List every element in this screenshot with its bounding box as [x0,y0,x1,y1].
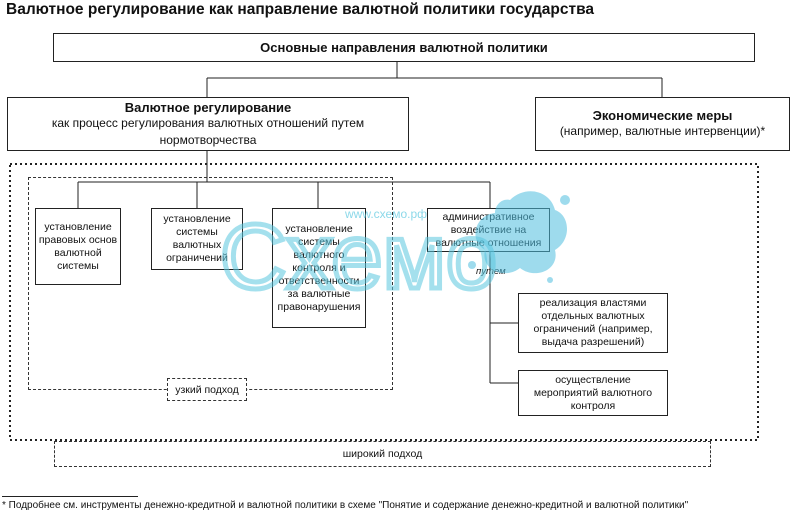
currency-control-box: установление системы валютного контроля … [272,208,366,328]
control-line: за валютные [287,287,351,300]
realization-line: выдача разрешений) [541,336,645,348]
restrictions-line: установление [163,213,231,225]
legal-basis-line: установление [44,220,112,233]
restrictions-line: валютных [172,239,222,251]
legal-basis-line: системы [57,259,99,272]
footnote: * Подробнее см. инструменты денежно-кред… [2,500,689,511]
measures-line: осуществление [555,373,631,386]
legal-basis-line: правовых основ [38,233,118,246]
legal-basis-line: валютной [54,246,102,259]
realization-line: реализация властями [539,297,647,309]
control-line: правонарушения [277,300,361,313]
narrow-approach-text: узкий подход [175,383,239,396]
control-line: контроля и [292,261,346,274]
economic-measures-box: Экономические меры (например, валютные и… [535,97,790,151]
restrictions-realization-box: реализация властями отдельных валютных о… [518,293,668,353]
administrative-influence-box: административное воздействие на валютные… [427,208,550,252]
main-directions-box: Основные направления валютной политики [53,33,755,62]
currency-regulation-title: Валютное регулирование [124,99,292,115]
legal-basis-box: установление правовых основ валютной сис… [35,208,121,285]
restrictions-line: ограничений [166,252,228,264]
control-line: валютного [293,248,345,261]
by-means-label: путем [476,266,506,277]
control-line: ответственности [278,274,360,287]
currency-regulation-box: Валютное регулирование как процесс регул… [7,97,409,151]
main-directions-label: Основные направления валютной политики [260,40,548,55]
economic-measures-title: Экономические меры [592,108,733,123]
realization-line: ограничений (например, [533,323,653,335]
admin-line: административное [442,210,535,223]
control-line: системы [298,235,340,248]
measures-line: мероприятий валютного [533,386,653,399]
admin-line: валютные отношения [435,236,542,249]
currency-regulation-sub1: как процесс регулирования валютных отнош… [51,115,365,130]
measures-line: контроля [570,399,616,412]
currency-restrictions-box: установление системы валютных ограничени… [151,208,243,270]
control-line: установление [285,222,353,235]
realization-line: отдельных валютных [541,310,645,322]
narrow-approach-label: узкий подход [167,378,247,401]
economic-measures-sub: (например, валютные интервенции)* [559,124,766,138]
control-measures-box: осуществление мероприятий валютного конт… [518,370,668,416]
restrictions-line: системы [176,226,218,238]
wide-approach-label: широкий подход [54,441,711,467]
footnote-divider [2,496,138,497]
page-title: Валютное регулирование как направление в… [6,1,595,18]
admin-line: воздействие на [450,223,527,236]
currency-regulation-sub2: нормотворчества [159,132,257,147]
wide-approach-text: широкий подход [342,448,423,460]
